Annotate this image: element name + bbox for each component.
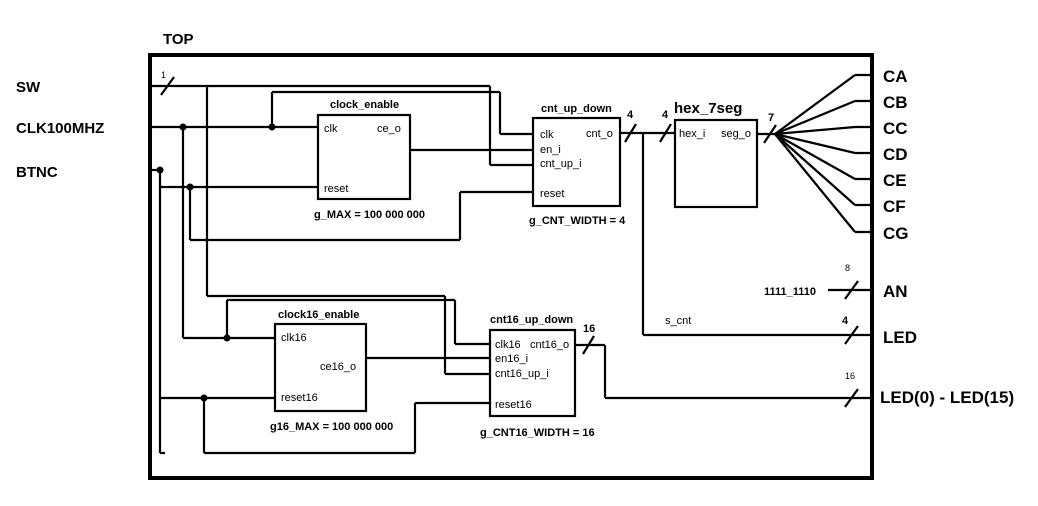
an-bus-width: 8 xyxy=(845,263,850,273)
cnt16-up-down-reset16-port: reset16 xyxy=(495,399,532,411)
clock16-enable-clk16-port: clk16 xyxy=(281,332,307,344)
led16-bus-width: 16 xyxy=(845,371,855,381)
led-bus-width: 4 xyxy=(842,315,849,327)
hex-7seg-title: hex_7seg xyxy=(674,100,742,117)
clock16-enable-generic: g16_MAX = 100 000 000 xyxy=(270,421,393,433)
seg-o-bus-width: 7 xyxy=(768,112,774,124)
an-net xyxy=(828,280,872,300)
top-label: TOP xyxy=(163,31,194,48)
cnt16-up-down-block: cnt16_up_down clk16 cnt16_o en16_i cnt16… xyxy=(480,314,595,439)
clock-enable-clk-port: clk xyxy=(324,123,338,135)
output-cf: CF xyxy=(883,197,906,216)
cnt16-up-down-clk16-port: clk16 xyxy=(495,339,521,351)
sw-net xyxy=(150,76,533,376)
output-cc: CC xyxy=(883,119,908,138)
clock16-enable-ce16-o-port: ce16_o xyxy=(320,361,356,373)
cnt-up-down-cnt-up-i-port: cnt_up_i xyxy=(540,158,582,170)
output-cd: CD xyxy=(883,145,908,164)
hex-7seg-seg-o-port: seg_o xyxy=(721,128,751,140)
hex-7seg-block: hex_7seg hex_i seg_o xyxy=(673,100,759,209)
hex-7seg-hex-i-port: hex_i xyxy=(679,128,705,140)
clock-enable-generic: g_MAX = 100 000 000 xyxy=(314,209,425,221)
output-ce: CE xyxy=(883,171,907,190)
clock-enable-title: clock_enable xyxy=(330,99,399,111)
cnt-up-down-reset-port: reset xyxy=(540,188,564,200)
cnt16-up-down-cnt16-o-port: cnt16_o xyxy=(530,339,569,351)
cnt-up-down-title: cnt_up_down xyxy=(541,103,612,115)
clock-enable-block: clock_enable clk ce_o reset g_MAX = 100 … xyxy=(314,99,425,221)
output-led: LED xyxy=(883,328,917,347)
cnt16-up-down-cnt16-up-i-port: cnt16_up_i xyxy=(495,368,549,380)
s-cnt-label: s_cnt xyxy=(665,315,691,327)
cnt-o-bus-width: 4 xyxy=(627,109,634,121)
cnt-up-down-clk-port: clk xyxy=(540,129,554,141)
hex-i-bus-width: 4 xyxy=(662,109,669,121)
output-cb: CB xyxy=(883,93,908,112)
cnt16-o-bus-width: 16 xyxy=(583,323,595,335)
output-ca: CA xyxy=(883,67,908,86)
cnt16-up-down-title: cnt16_up_down xyxy=(490,314,573,326)
seg-fanout xyxy=(757,73,872,234)
cnt-up-down-generic: g_CNT_WIDTH = 4 xyxy=(529,215,626,227)
clk-net xyxy=(150,90,533,346)
input-btnc: BTNC xyxy=(16,164,58,181)
s-cnt-net xyxy=(620,123,872,345)
cnt16-up-down-generic: g_CNT16_WIDTH = 16 xyxy=(480,427,595,439)
cnt16-net xyxy=(575,335,872,408)
sw-bus-width: 1 xyxy=(161,70,166,80)
cnt-up-down-block: cnt_up_down clk cnt_o en_i cnt_up_i rese… xyxy=(529,103,626,227)
an-value-label: 1111_1110 xyxy=(764,286,816,298)
clock16-enable-block: clock16_enable clk16 ce16_o reset16 g16_… xyxy=(270,309,393,433)
output-cg: CG xyxy=(883,224,909,243)
input-sw: SW xyxy=(16,79,41,96)
cnt16-up-down-en16-i-port: en16_i xyxy=(495,353,528,365)
output-an: AN xyxy=(883,282,908,301)
input-clk100mhz: CLK100MHZ xyxy=(16,120,104,137)
output-led16: LED(0) - LED(15) xyxy=(880,388,1014,407)
clock-enable-reset-port: reset xyxy=(324,183,348,195)
clock16-enable-title: clock16_enable xyxy=(278,309,359,321)
cnt-up-down-cnt-o-port: cnt_o xyxy=(586,128,613,140)
btnc-net xyxy=(150,166,533,455)
cnt-up-down-en-i-port: en_i xyxy=(540,144,561,156)
clock-enable-ce-o-port: ce_o xyxy=(377,123,401,135)
clock16-enable-reset16-port: reset16 xyxy=(281,392,318,404)
top-frame xyxy=(148,53,874,480)
